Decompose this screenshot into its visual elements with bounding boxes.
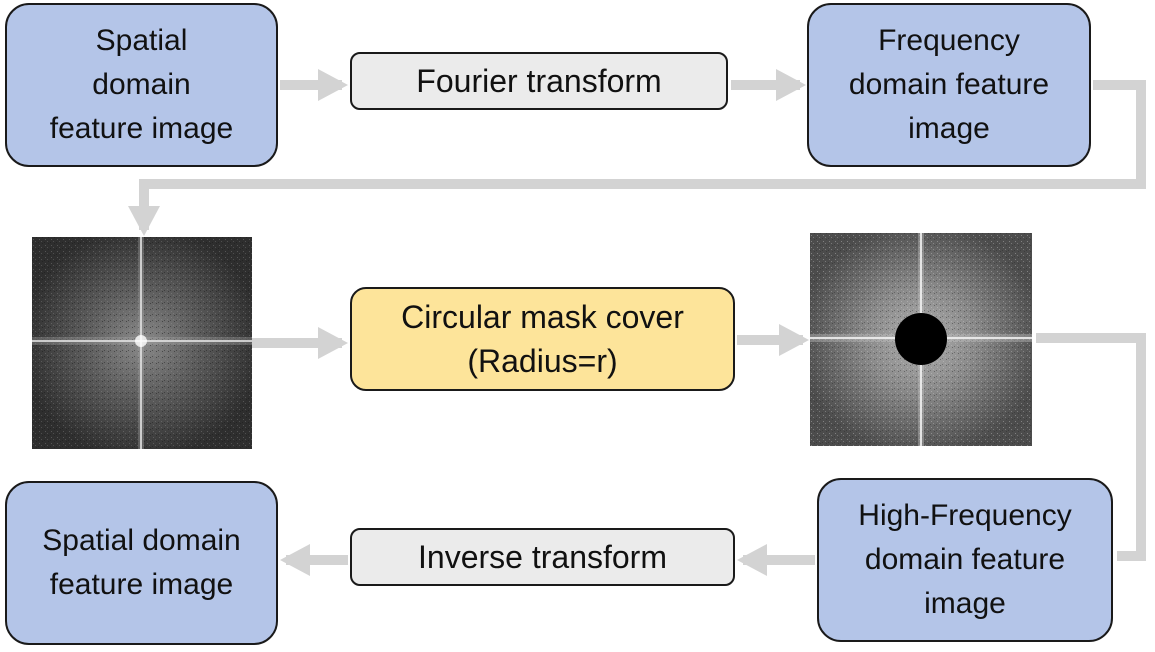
frequency-spectrum-image xyxy=(32,237,252,449)
inverse-transform-node: Inverse transform xyxy=(350,528,735,586)
fourier-transform-label: Fourier transform xyxy=(416,63,662,99)
circular-mask-label: Circular mask cover (Radius=r) xyxy=(401,299,684,379)
arrow-spectrum-to-high-frequency xyxy=(1036,333,1146,561)
high-frequency-domain-node: High-Frequency domain feature image xyxy=(817,478,1113,642)
inverse-transform-label: Inverse transform xyxy=(418,539,667,575)
spatial-domain-input-node: Spatial domain feature image xyxy=(5,3,278,167)
frequency-domain-node: Frequency domain feature image xyxy=(807,3,1091,167)
spatial-domain-output-node: Spatial domain feature image xyxy=(5,481,278,645)
frequency-domain-label: Frequency domain feature image xyxy=(848,24,1050,145)
mask-disk xyxy=(895,313,947,365)
arrow-frequency-to-spectrum xyxy=(128,80,1146,236)
spatial-domain-input-label: Spatial domain feature image xyxy=(49,24,234,145)
circular-mask-node: Circular mask cover (Radius=r) xyxy=(350,287,735,391)
masked-spectrum-image xyxy=(810,233,1032,446)
fourier-transform-node: Fourier transform xyxy=(350,52,728,110)
high-frequency-domain-label: High-Frequency domain feature image xyxy=(858,499,1072,620)
spatial-domain-output-label: Spatial domain feature image xyxy=(42,524,241,601)
